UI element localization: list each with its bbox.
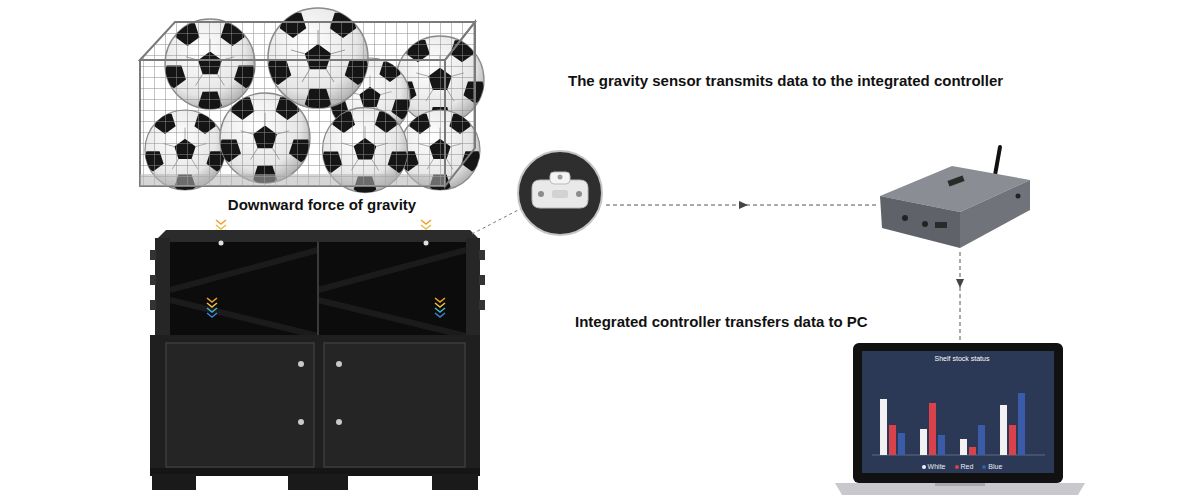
laptop	[862, 351, 1054, 473]
legend-dot	[955, 465, 959, 469]
legend-dot	[982, 465, 986, 469]
bar-chart	[969, 447, 976, 455]
integrated-controller	[880, 196, 960, 248]
sensor-cabinet	[150, 300, 156, 310]
gravity-sensor	[550, 172, 570, 184]
bar-chart	[1000, 405, 1007, 455]
sensor-cabinet	[298, 419, 304, 425]
gravity-sensor	[576, 191, 582, 197]
sensor-cabinet	[150, 335, 480, 473]
force-label: Downward force of gravity	[228, 196, 416, 214]
gravity-sensor	[538, 191, 544, 197]
sensor-cabinet	[219, 241, 224, 246]
wire-basket	[140, 174, 445, 186]
bar-chart	[1018, 393, 1025, 455]
sensor-cabinet	[479, 250, 485, 260]
laptop	[835, 343, 1085, 495]
legend-item: Blue	[982, 463, 1002, 471]
gravity-arrows	[207, 298, 217, 317]
bar-chart	[889, 425, 896, 455]
bar-chart	[920, 429, 927, 455]
wire-basket	[140, 22, 475, 186]
gravity-sensor	[518, 151, 602, 235]
integrated-controller	[922, 221, 928, 227]
legend-item: White	[922, 463, 946, 471]
sensor-cabinet	[317, 242, 319, 338]
legend-text: Red	[961, 463, 974, 471]
data-flow-arrow	[956, 252, 964, 342]
legend-text: Blue	[988, 463, 1002, 471]
caption-text: Integrated controller transfers data to …	[575, 313, 868, 331]
sensor-cabinet	[170, 242, 466, 338]
sensor-cabinet	[479, 300, 485, 310]
sensor-cabinet	[336, 419, 342, 425]
screen-panel: Shelf stock statusWhite Red Blue	[862, 351, 1062, 473]
caption-text: The gravity sensor transmits data to the…	[568, 72, 1003, 90]
integrated-controller	[1016, 194, 1021, 199]
sensor-cabinet	[150, 275, 156, 285]
bar-chart	[978, 425, 985, 455]
sensor-cabinet	[150, 230, 485, 490]
data-flow-arrow	[960, 252, 961, 342]
bar-chart	[872, 393, 1045, 455]
sensor-cabinet	[432, 474, 478, 490]
gravity-arrows	[207, 298, 445, 317]
sensor-cabinet	[150, 250, 156, 260]
gravity-sensor	[558, 175, 563, 180]
bar-chart	[938, 435, 945, 455]
sensor-cabinet	[298, 361, 304, 367]
leader-line	[472, 208, 522, 234]
sensor-cabinet	[324, 343, 465, 467]
sensor-cabinet	[424, 241, 429, 246]
integrated-controller	[902, 215, 908, 221]
laptop	[835, 483, 1085, 495]
sensor-cabinet	[152, 474, 196, 490]
integrated-controller	[880, 147, 1030, 248]
sensor-cabinet	[155, 238, 170, 338]
bar-chart	[929, 403, 936, 455]
integrated-controller	[947, 175, 964, 186]
bar-chart	[1009, 425, 1016, 455]
sensor-cabinet	[466, 238, 480, 338]
integrated-controller	[960, 180, 1030, 248]
data-flow-arrow	[739, 201, 748, 209]
integrated-controller	[935, 222, 947, 228]
legend-text: White	[928, 463, 946, 471]
sensor-cabinet	[166, 343, 314, 467]
wire-basket	[140, 22, 475, 60]
wire-basket	[445, 22, 475, 186]
laptop	[935, 483, 985, 486]
wire-basket	[140, 60, 445, 186]
bar-chart	[880, 399, 887, 455]
bar-chart	[960, 439, 967, 455]
chart-title: Shelf stock status	[862, 355, 1062, 363]
sensor-cabinet	[288, 474, 348, 490]
legend-item: Red	[955, 463, 974, 471]
legend-dot	[922, 465, 926, 469]
data-flow-arrow	[956, 279, 964, 288]
gravity-sensor	[552, 190, 568, 198]
laptop	[853, 343, 1063, 483]
chart-legend: White Red Blue	[862, 463, 1062, 471]
sensor-cabinet	[336, 361, 342, 367]
sensor-cabinet	[479, 275, 485, 285]
soccer-balls	[139, 5, 492, 200]
gravity-sensor	[518, 151, 602, 235]
gravity-arrows	[435, 298, 445, 317]
data-flow-arrow	[606, 201, 878, 209]
bar-chart	[898, 433, 905, 455]
